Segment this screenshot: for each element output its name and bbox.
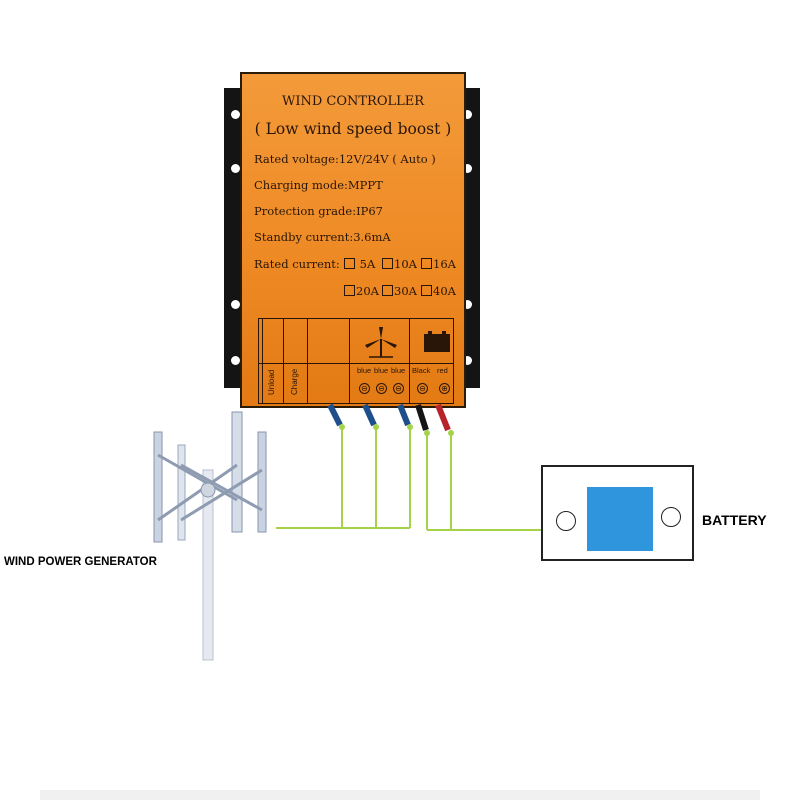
spec-charging-mode: Charging mode:MPPT xyxy=(254,178,383,192)
controller-title: WIND CONTROLLER xyxy=(281,94,425,109)
mount-hole xyxy=(231,110,240,119)
terminal-screw-positive: ⊕ xyxy=(439,383,450,394)
terminal-screw-negative: ⊖ xyxy=(393,383,404,394)
spec-protection-grade: Protection grade:IP67 xyxy=(254,204,383,218)
red-wire xyxy=(435,403,451,432)
wire-label-blue: blue xyxy=(391,366,406,375)
checkbox-icon xyxy=(421,258,432,269)
checkbox-icon xyxy=(382,285,393,296)
battery-illustration xyxy=(587,487,653,551)
battery-box xyxy=(541,465,694,561)
blue-wire xyxy=(362,403,377,427)
mount-hole xyxy=(231,164,240,173)
controller-subtitle: ( Low wind speed boost ) xyxy=(254,120,452,138)
current-option: 30A xyxy=(382,284,417,298)
wire-label-blue: blue xyxy=(357,366,372,375)
terminal-screw-negative: ⊖ xyxy=(417,383,428,394)
checkbox-icon xyxy=(344,285,355,296)
current-option: 20A xyxy=(344,284,379,298)
mount-hole xyxy=(463,300,472,309)
mount-hole xyxy=(463,110,472,119)
spec-standby-current: Standby current:3.6mA xyxy=(254,230,391,244)
generator-label: WIND POWER GENERATOR xyxy=(4,556,157,568)
mount-hole xyxy=(231,356,240,365)
battery-icon xyxy=(424,331,450,352)
checkbox-icon xyxy=(382,258,393,269)
wind-controller: WIND CONTROLLER ( Low wind speed boost )… xyxy=(240,72,466,408)
current-option: 40A xyxy=(421,284,456,298)
black-wire xyxy=(415,404,429,431)
battery-terminal-icon xyxy=(556,511,576,531)
terminal-screw-negative: ⊖ xyxy=(359,383,370,394)
rated-current-label: Rated current: xyxy=(254,257,340,271)
footer-bar xyxy=(40,790,760,800)
blue-wire xyxy=(397,403,411,427)
wind-turbine-icon xyxy=(365,327,397,358)
mount-hole xyxy=(231,300,240,309)
blue-wire xyxy=(327,403,343,427)
current-option: 10A xyxy=(382,257,417,271)
battery-terminal-icon xyxy=(661,507,681,527)
wind-turbine-illustration xyxy=(153,411,267,661)
terminal-block: Unload Charge blue blue blue Black red ⊖… xyxy=(258,318,454,404)
current-option: 16A xyxy=(421,257,456,271)
checkbox-icon xyxy=(344,258,355,269)
spec-rated-voltage: Rated voltage:12V/24V ( Auto ) xyxy=(254,152,436,166)
mount-hole xyxy=(463,356,472,365)
current-option: 5A xyxy=(344,257,375,271)
wire-label-blue: blue xyxy=(374,366,389,375)
wire-label-black: Black xyxy=(412,366,431,375)
terminal-screw-negative: ⊖ xyxy=(376,383,387,394)
battery-label: BATTERY xyxy=(702,512,767,528)
mount-hole xyxy=(463,164,472,173)
checkbox-icon xyxy=(421,285,432,296)
wire-label-red: red xyxy=(437,366,448,375)
